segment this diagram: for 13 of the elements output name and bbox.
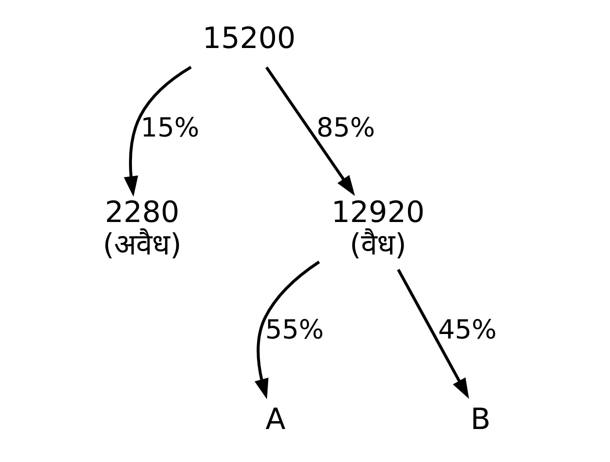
edge-label: 85% [316, 113, 375, 144]
arrow [123, 66, 192, 197]
arrow [254, 260, 320, 400]
arrow [264, 66, 354, 196]
node-text: 15200 [202, 20, 296, 55]
edge-label: 45% [438, 316, 496, 346]
arrow [396, 268, 469, 399]
node-text: 2280 (अवैध) [102, 195, 182, 262]
node-text: 12920 (वैध) [330, 195, 424, 262]
edge-label: 15% [140, 113, 199, 144]
edge-label: 55% [264, 316, 324, 346]
node-text: B [470, 402, 490, 436]
node-text: A [264, 402, 285, 436]
